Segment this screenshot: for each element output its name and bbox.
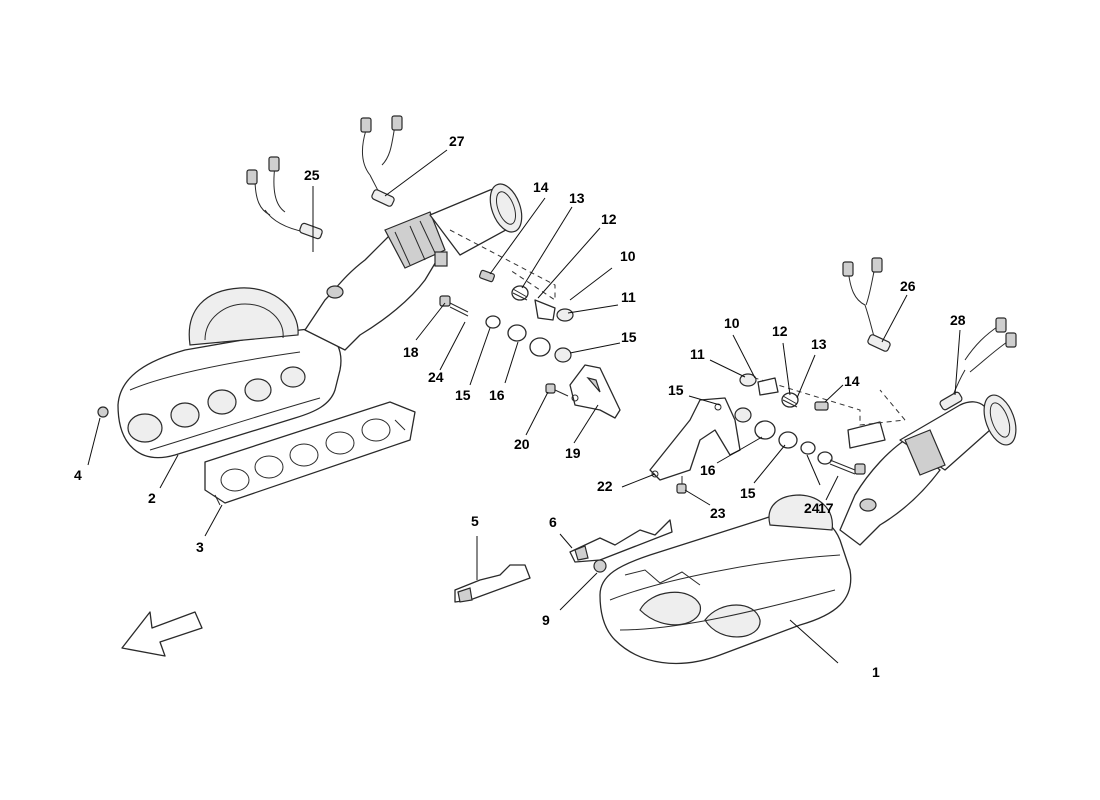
manifold-gasket xyxy=(204,401,416,506)
bolt-23 xyxy=(676,476,687,494)
callout-17: 17 xyxy=(818,500,834,516)
callout-19: 19 xyxy=(565,445,581,461)
callout-4: 4 xyxy=(74,467,82,483)
right-catalytic-converter xyxy=(839,394,1017,546)
callout-13-right: 13 xyxy=(811,336,827,352)
callout-14-left: 14 xyxy=(533,179,549,195)
bracket-19 xyxy=(569,364,621,419)
bracket-5 xyxy=(454,564,531,603)
callout-10-left: 10 xyxy=(620,248,636,264)
arrow-down-left-icon xyxy=(121,611,203,657)
callout-23: 23 xyxy=(710,505,726,521)
right-exhaust-manifold xyxy=(599,494,852,665)
callout-11-left: 11 xyxy=(621,289,636,305)
left-exhaust-manifold xyxy=(117,287,342,459)
callout-11-right: 11 xyxy=(690,346,705,362)
left-mounting-hardware xyxy=(439,269,574,363)
callout-10-right: 10 xyxy=(724,315,740,331)
nut-9 xyxy=(593,559,607,573)
callout-16-right: 16 xyxy=(700,462,716,478)
callout-27: 27 xyxy=(449,133,465,149)
heat-shield-6 xyxy=(569,519,673,563)
callout-18: 18 xyxy=(403,344,419,360)
callout-16-left: 16 xyxy=(489,387,505,403)
callout-15-b: 15 xyxy=(668,382,684,398)
lambda-sensor-25 xyxy=(246,156,323,240)
callout-2: 2 xyxy=(148,490,156,506)
callout-9: 9 xyxy=(542,612,550,628)
lambda-sensor-28 xyxy=(939,317,1017,411)
callout-6: 6 xyxy=(549,514,557,530)
lambda-sensor-27 xyxy=(360,115,403,207)
callout-15-c: 15 xyxy=(455,387,471,403)
right-mounting-hardware xyxy=(734,373,866,475)
callout-12-right: 12 xyxy=(772,323,788,339)
callout-15-d: 15 xyxy=(740,485,756,501)
callout-26: 26 xyxy=(900,278,916,294)
callout-3: 3 xyxy=(196,539,204,555)
callout-12-left: 12 xyxy=(601,211,617,227)
callout-15-a: 15 xyxy=(621,329,637,345)
callout-5: 5 xyxy=(471,513,479,529)
callout-24-right: 24 xyxy=(804,500,820,516)
bolt-20 xyxy=(545,383,569,397)
leader-lines xyxy=(87,149,961,664)
callout-25: 25 xyxy=(304,167,320,183)
callout-1: 1 xyxy=(872,664,880,680)
nut xyxy=(97,406,109,418)
left-catalytic-converter xyxy=(304,183,523,351)
callout-20: 20 xyxy=(514,436,530,452)
bracket-22 xyxy=(649,397,741,481)
callout-24-left: 24 xyxy=(428,369,444,385)
callout-28: 28 xyxy=(950,312,966,328)
callout-22: 22 xyxy=(597,478,613,494)
lambda-sensor-26 xyxy=(842,257,891,352)
callout-13-left: 13 xyxy=(569,190,585,206)
callout-14-right: 14 xyxy=(844,373,860,389)
